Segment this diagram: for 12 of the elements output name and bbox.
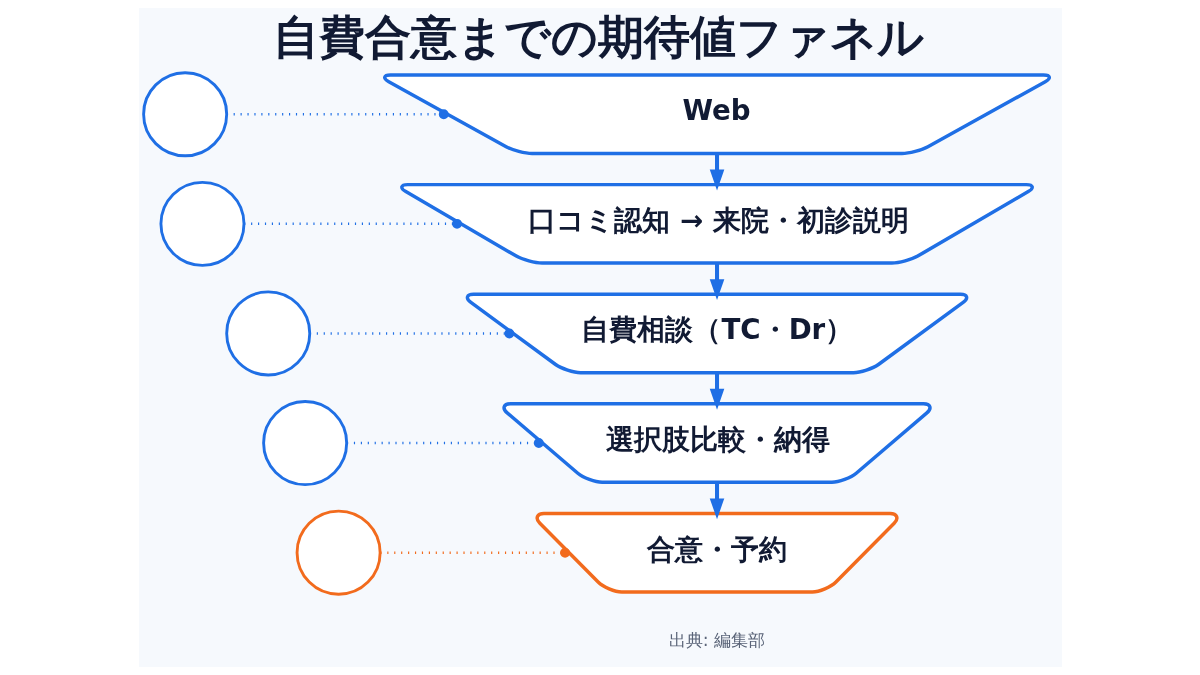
- node-circle: [141, 71, 228, 158]
- connector: [346, 438, 544, 449]
- connector: [243, 218, 462, 229]
- node-circle: [224, 290, 311, 377]
- node-ellipse: 口コミ認知 → 来院・初診説明: [399, 182, 1034, 265]
- node-circle: [295, 509, 382, 596]
- node-ellipse: Web: [382, 73, 1051, 156]
- connector: [379, 547, 570, 558]
- label: 出典: 編集部: [668, 629, 765, 650]
- node-circle: [261, 400, 348, 487]
- diagram-title: 自費合意までの期待値ファネル: [272, 10, 924, 65]
- node-circle: [159, 180, 245, 267]
